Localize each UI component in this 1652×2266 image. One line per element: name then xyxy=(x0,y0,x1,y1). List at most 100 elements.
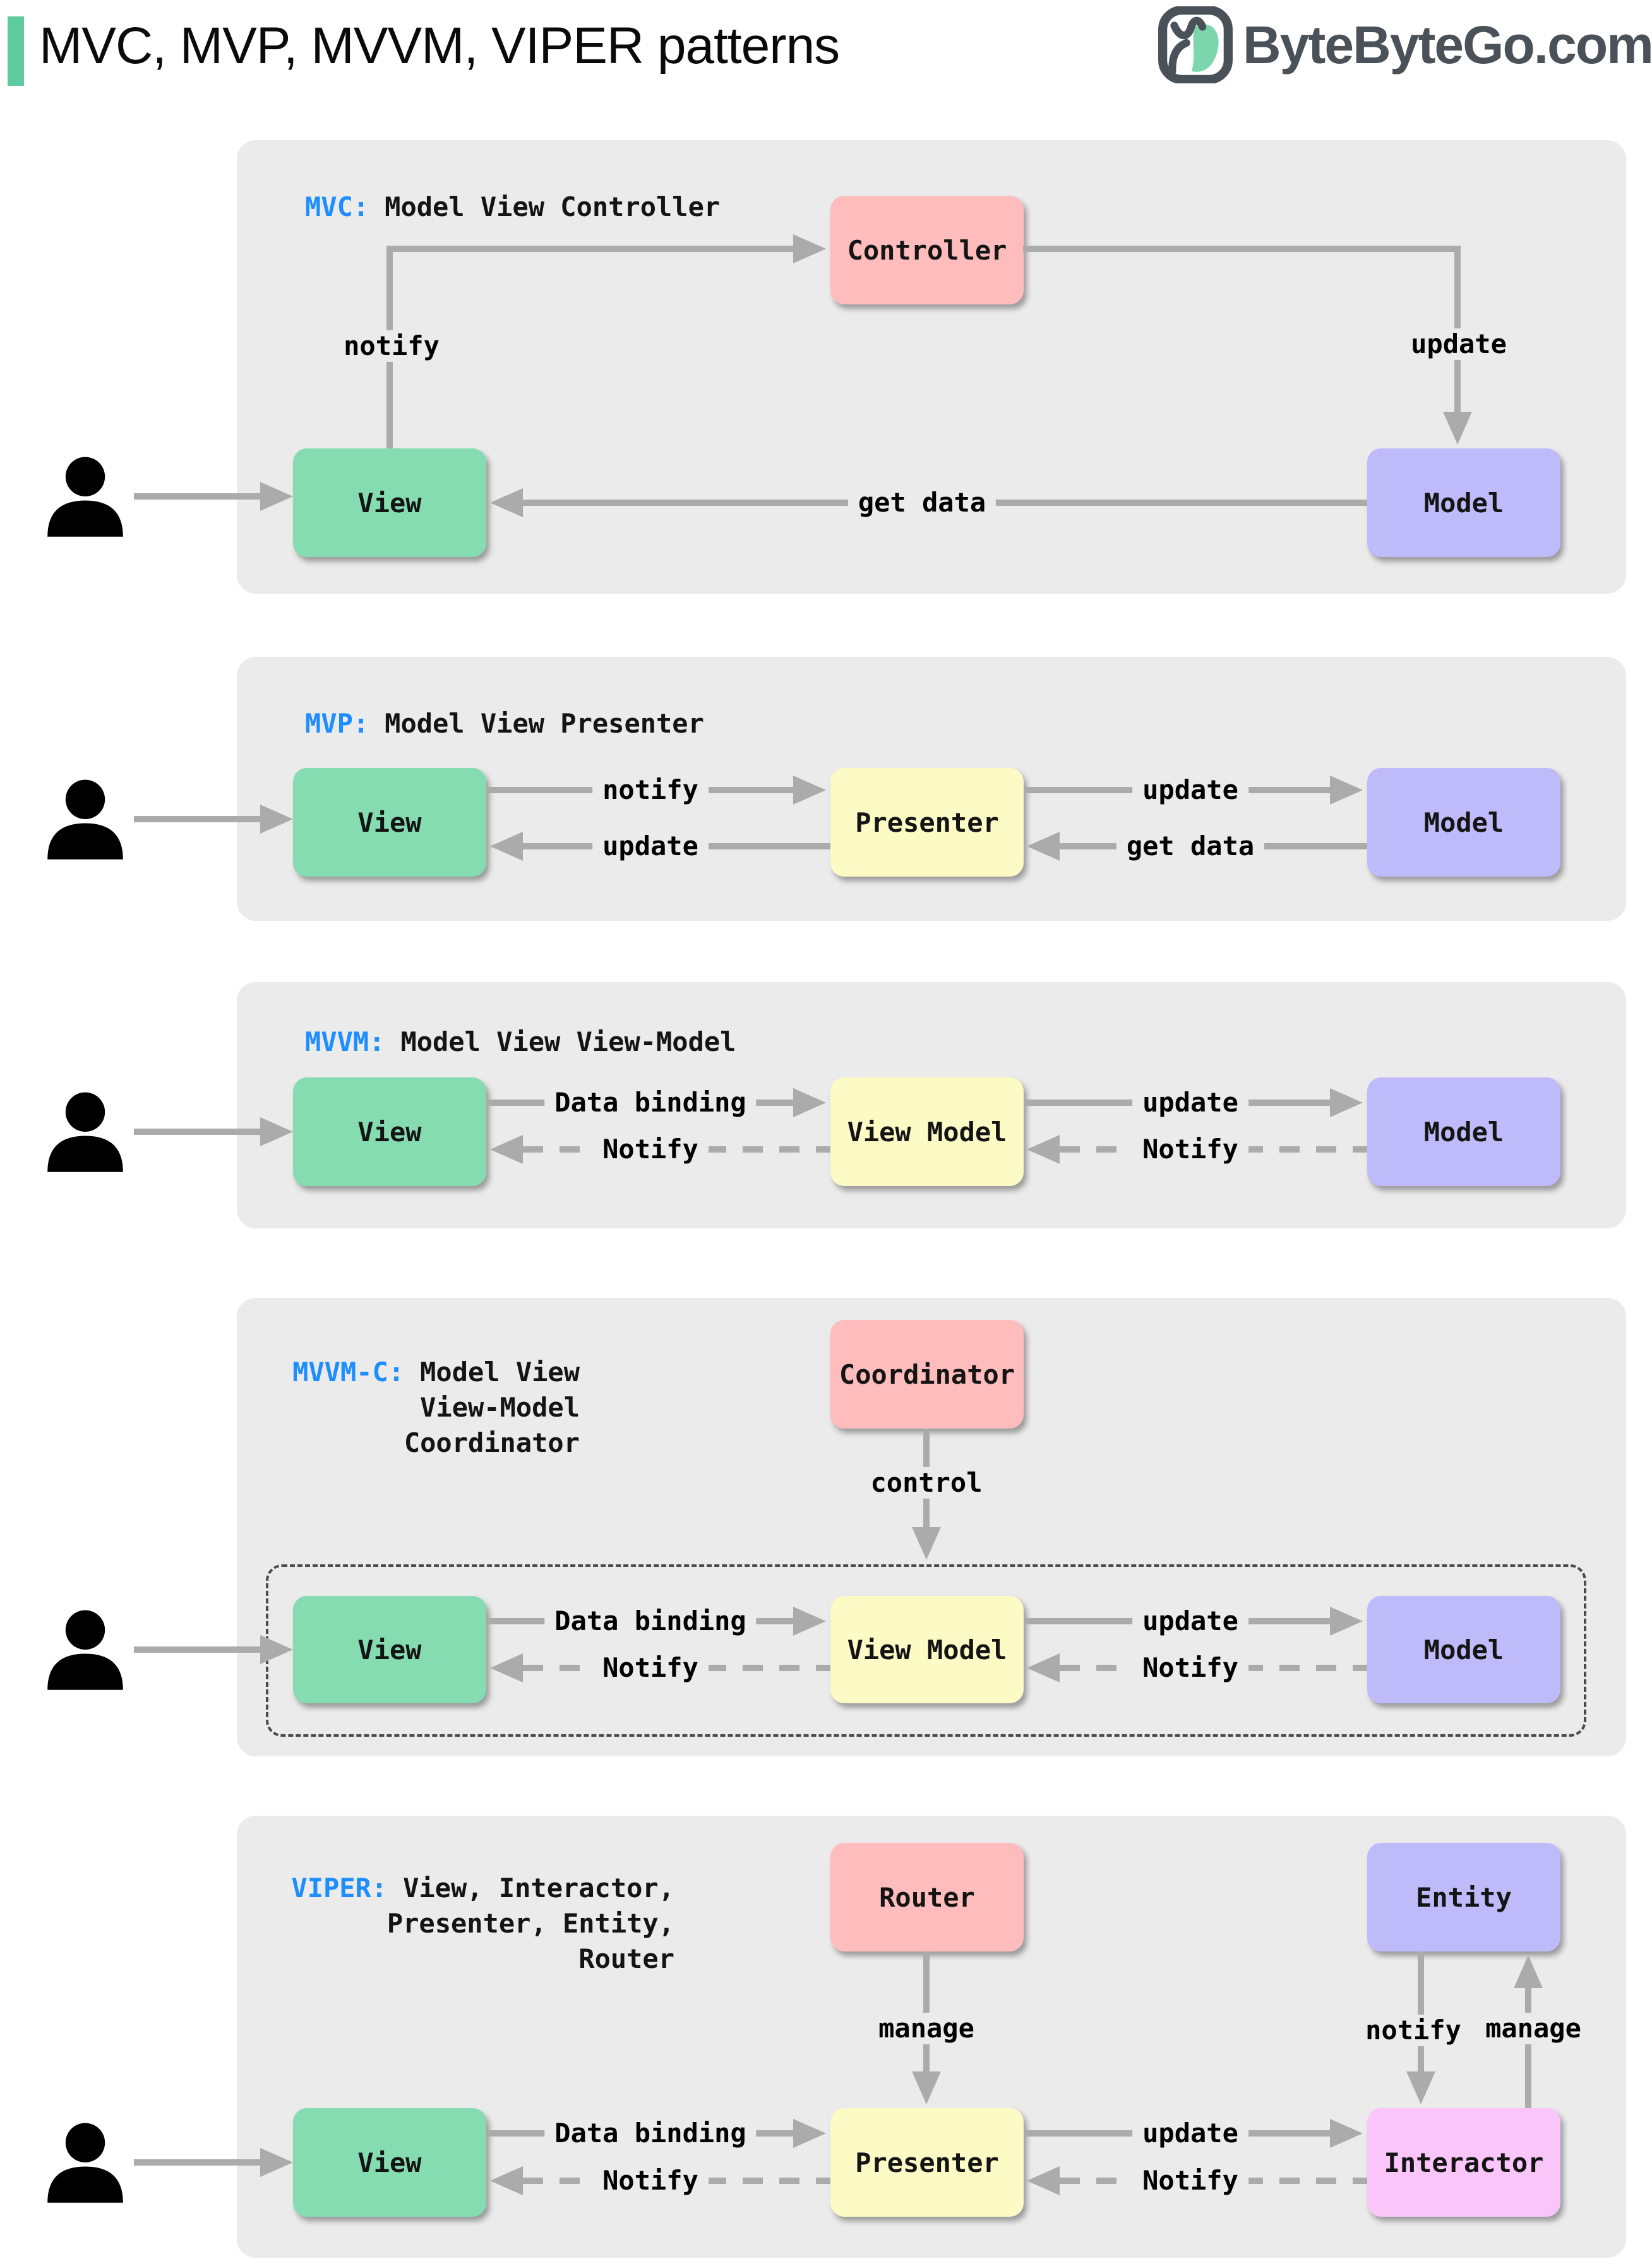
arrowhead xyxy=(260,805,293,834)
arrow-line xyxy=(134,493,260,500)
arrow-line xyxy=(923,1951,930,2071)
arrowhead xyxy=(793,1607,826,1636)
arrowhead xyxy=(1027,1135,1060,1164)
arrow-line xyxy=(1525,1988,1531,2108)
mvp-get-data-label: get data xyxy=(1116,830,1265,863)
viper-notify-presenter-label: Notify xyxy=(1132,2164,1248,2197)
arrowhead xyxy=(490,488,523,517)
viper-heading-line3: Router xyxy=(578,1943,674,1974)
arrowhead xyxy=(260,2148,293,2177)
viper-heading-line2: Presenter, Entity, xyxy=(386,1908,674,1939)
arrowhead xyxy=(1330,2119,1363,2148)
mvvmc-heading-line2: View-Model xyxy=(420,1392,580,1423)
arrowhead xyxy=(1027,832,1060,861)
arrowhead xyxy=(490,2166,523,2195)
mvc-model-box: Model xyxy=(1367,448,1560,557)
mvp-heading-prefix: MVP: xyxy=(305,708,369,739)
arrowhead xyxy=(1330,1607,1363,1636)
mvvmc-heading-line1: Model View xyxy=(420,1357,580,1388)
arrowhead xyxy=(912,2071,941,2104)
mvvm-heading: MVVM: Model View View-Model xyxy=(305,1024,736,1060)
viper-data-binding-label: Data binding xyxy=(544,2117,757,2150)
mvvmc-notify-vm-label: Notify xyxy=(1132,1652,1248,1684)
mvvm-notify-vm-label: Notify xyxy=(1132,1133,1248,1166)
viper-manage-entity-label: manage xyxy=(1475,2012,1591,2045)
viper-entity-box: Entity xyxy=(1367,1843,1560,1951)
viper-notify-view-label: Notify xyxy=(592,2164,709,2197)
mvvmc-control-label: control xyxy=(860,1466,993,1499)
mvvm-notify-view-label: Notify xyxy=(592,1133,709,1166)
mvvmc-heading-line3: Coordinator xyxy=(404,1427,580,1458)
viper-heading: VIPER:View, Interactor, Presenter, Entit… xyxy=(290,1871,674,1977)
mvvm-heading-prefix: MVVM: xyxy=(305,1026,385,1057)
arrow-line xyxy=(134,1646,260,1653)
arrowhead xyxy=(1514,1955,1543,1988)
mvc-view-box: View xyxy=(293,448,486,557)
mvvm-view-model-box: View Model xyxy=(830,1077,1024,1186)
arrowhead xyxy=(490,1135,523,1164)
mvc-controller-box: Controller xyxy=(830,196,1024,304)
mvc-update-label: update xyxy=(1401,328,1517,361)
mvvmc-model-box: Model xyxy=(1367,1596,1560,1703)
mvp-model-box: Model xyxy=(1367,768,1560,877)
arrowhead xyxy=(1027,1653,1060,1682)
arrowhead xyxy=(793,1088,826,1117)
person-icon xyxy=(44,1609,126,1690)
arrowhead xyxy=(1330,1088,1363,1117)
viper-interactor-box: Interactor xyxy=(1367,2108,1560,2217)
arrow-line xyxy=(134,816,260,822)
arrowhead xyxy=(490,832,523,861)
arrow-line xyxy=(1023,246,1461,252)
mvvm-data-binding-label: Data binding xyxy=(544,1086,757,1119)
arrowhead xyxy=(1406,2071,1435,2104)
mvc-heading-prefix: MVC: xyxy=(305,191,369,222)
bytebytego-logo: ByteByteGo.com xyxy=(1157,6,1652,83)
viper-heading-prefix: VIPER: xyxy=(291,1873,388,1903)
viper-presenter-box: Presenter xyxy=(830,2108,1024,2217)
arrowhead xyxy=(490,1653,523,1682)
arrow-line xyxy=(134,2159,260,2166)
mvvmc-coordinator-box: Coordinator xyxy=(830,1320,1024,1429)
page-title: MVC, MVP, MVVM, VIPER patterns xyxy=(39,17,840,75)
arrow-line xyxy=(386,246,793,252)
mvp-presenter-box: Presenter xyxy=(830,768,1024,877)
arrowhead xyxy=(793,234,826,263)
mvvmc-update-label: update xyxy=(1132,1605,1248,1638)
bytebytego-logo-icon xyxy=(1158,6,1233,83)
mvp-update-label: update xyxy=(592,830,709,863)
mvp-notify-label: notify xyxy=(592,774,709,806)
arrowhead xyxy=(1330,776,1363,805)
mvp-heading: MVP: Model View Presenter xyxy=(305,706,704,741)
person-icon xyxy=(44,1091,126,1172)
arrowhead xyxy=(1443,412,1472,445)
mvvmc-heading-prefix: MVVM-C: xyxy=(292,1357,405,1388)
viper-notify-label: notify xyxy=(1355,2014,1471,2047)
viper-manage-label: manage xyxy=(868,2012,985,2045)
person-icon xyxy=(44,779,126,860)
mvc-notify-label: notify xyxy=(333,330,450,363)
mvc-heading: MVC: Model View Controller xyxy=(305,189,720,225)
mvvm-model-box: Model xyxy=(1367,1077,1560,1186)
mvvmc-notify-view-label: Notify xyxy=(592,1652,709,1684)
arrowhead xyxy=(260,1635,293,1664)
arrowhead xyxy=(260,482,293,511)
arrowhead xyxy=(260,1117,293,1146)
arrow-line xyxy=(1418,1951,1424,2071)
mvvmc-data-binding-label: Data binding xyxy=(544,1605,757,1638)
mvc-get-data-label: get data xyxy=(847,486,997,519)
mvvm-heading-text: Model View View-Model xyxy=(400,1026,736,1057)
arrowhead xyxy=(912,1527,941,1560)
viper-update-label: update xyxy=(1132,2117,1248,2150)
mvvmc-view-box: View xyxy=(293,1596,486,1703)
arrowhead xyxy=(793,776,826,805)
mvvmc-heading: MVVM-C: Model View View-Model Coordinator xyxy=(290,1355,580,1461)
mvvm-update-label: update xyxy=(1132,1086,1248,1119)
person-icon xyxy=(44,456,126,537)
mvc-heading-text: Model View Controller xyxy=(385,191,721,222)
title-accent-bar xyxy=(8,16,24,86)
bytebytego-logo-text: ByteByteGo.com xyxy=(1243,15,1652,75)
mvp-update-model-label: update xyxy=(1132,774,1248,806)
viper-router-box: Router xyxy=(830,1843,1024,1951)
mvvmc-view-model-box: View Model xyxy=(830,1596,1024,1703)
mvp-heading-text: Model View Presenter xyxy=(385,708,704,739)
